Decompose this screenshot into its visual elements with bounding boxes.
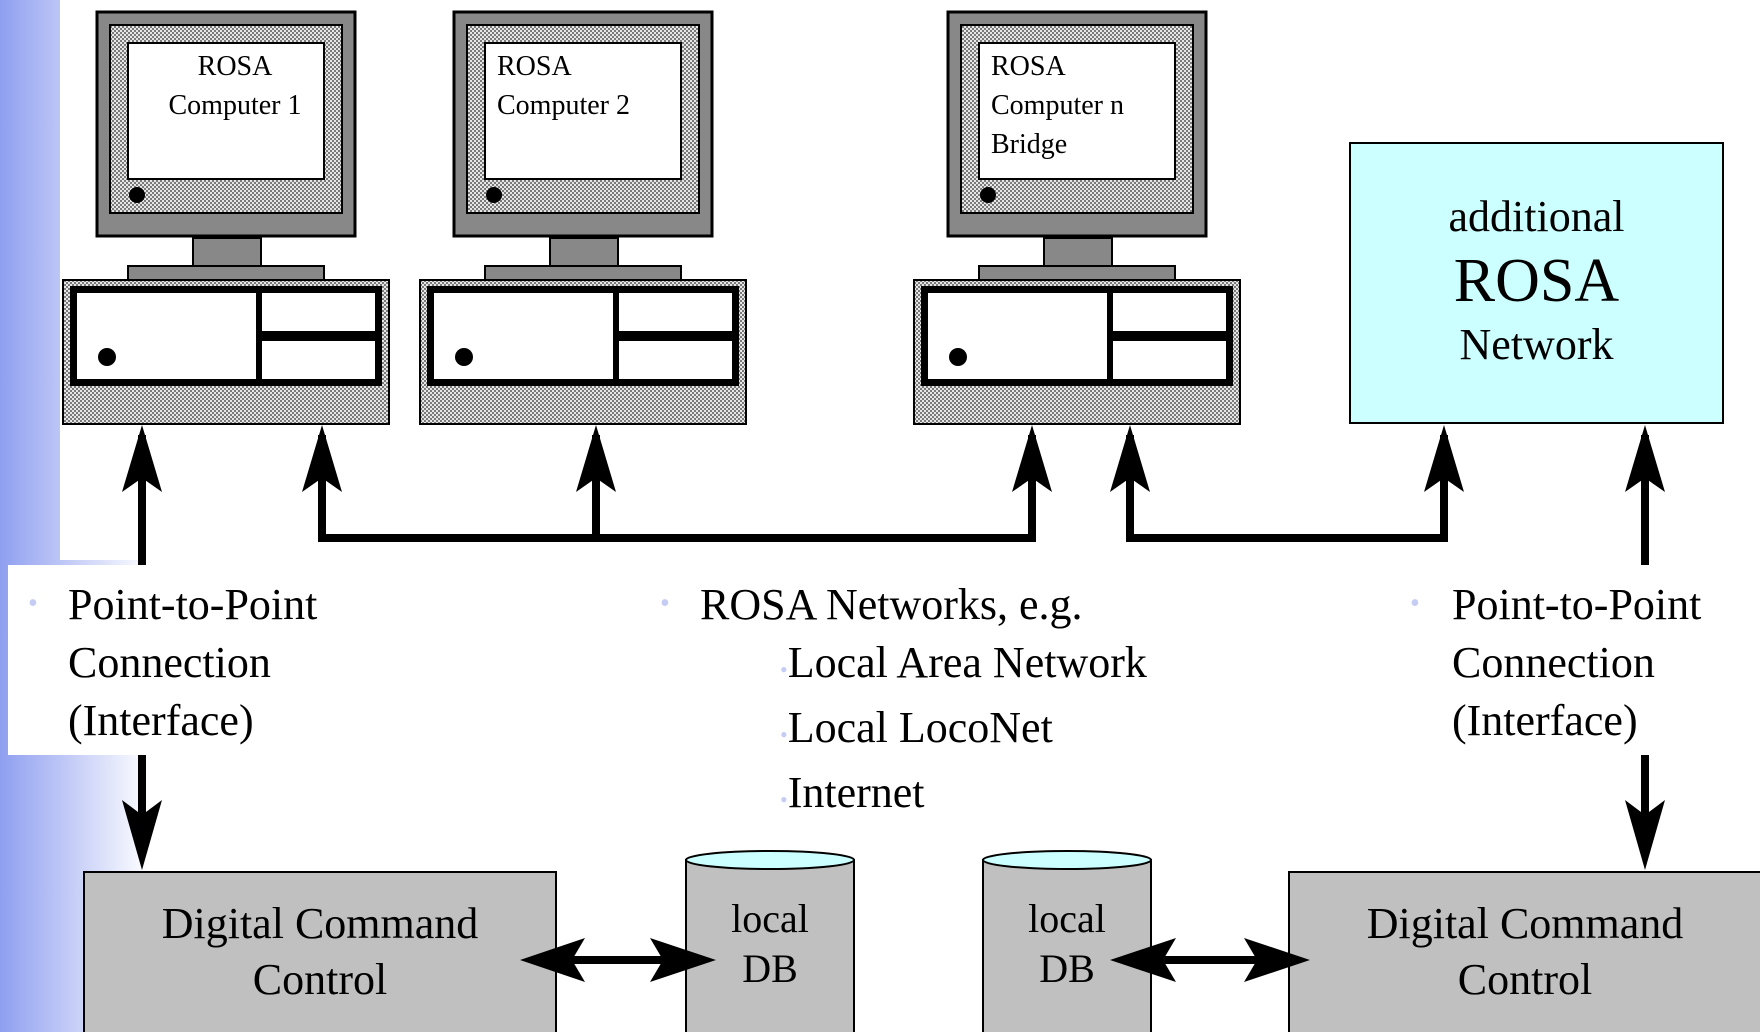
right-connection-line2: Connection bbox=[1452, 638, 1655, 687]
computer-n-icon bbox=[913, 10, 1241, 425]
dcc-left-line2: Control bbox=[252, 955, 388, 1004]
networks-bullet: • bbox=[660, 588, 670, 619]
networks-list: •Local Area Network •Local LocoNet •Inte… bbox=[780, 634, 1147, 829]
network-item-label: Internet bbox=[787, 768, 925, 817]
computer-2-label-line1: ROSA bbox=[497, 51, 572, 82]
dcc-right-line2: Control bbox=[1457, 955, 1593, 1004]
computer-1-label-line2: Computer 1 bbox=[168, 90, 302, 121]
right-connection-line3: (Interface) bbox=[1452, 696, 1638, 745]
computer-1-icon bbox=[62, 10, 390, 425]
computer-n-label-line2: Computer n bbox=[991, 90, 1124, 121]
right-connection-line1: Point-to-Point bbox=[1452, 580, 1702, 629]
network-item: •Local LocoNet bbox=[780, 699, 1147, 764]
db-left-label: local DB bbox=[686, 894, 854, 994]
left-connection-label: Point-to-Point Connection (Interface) bbox=[68, 576, 317, 750]
network-item-label: Local Area Network bbox=[787, 638, 1147, 687]
additional-network-line2: ROSA bbox=[1453, 247, 1620, 315]
computer-2-label-line2: Computer 2 bbox=[497, 90, 630, 121]
computer-1-label-line1: ROSA bbox=[197, 51, 273, 82]
db-left-line1: local bbox=[731, 896, 809, 941]
network-item-bullet: • bbox=[780, 787, 788, 812]
additional-network-box bbox=[1349, 142, 1724, 424]
left-connection-bullet: • bbox=[28, 588, 38, 619]
db-left-cylinder bbox=[685, 850, 855, 1032]
right-connection-label: Point-to-Point Connection (Interface) bbox=[1452, 576, 1701, 750]
dcc-right-line1: Digital Command bbox=[1366, 899, 1684, 948]
computer-2-label: ROSA Computer 2 bbox=[497, 47, 630, 125]
computer-n-label: ROSA Computer n Bridge bbox=[991, 47, 1124, 164]
computer-2-icon bbox=[419, 10, 747, 425]
dcc-left-line1: Digital Command bbox=[161, 899, 479, 948]
additional-network-label: additional ROSA Network bbox=[1350, 188, 1723, 374]
network-item: •Local Area Network bbox=[780, 634, 1147, 699]
additional-network-line3: Network bbox=[1459, 320, 1614, 369]
network-item-bullet: • bbox=[780, 657, 788, 682]
dcc-right-label: Digital Command Control bbox=[1289, 896, 1760, 1008]
dcc-left-label: Digital Command Control bbox=[84, 896, 556, 1008]
db-right-label: local DB bbox=[983, 894, 1151, 994]
left-connection-line3: (Interface) bbox=[68, 696, 254, 745]
computer-1-label: ROSA Computer 1 bbox=[140, 47, 330, 125]
additional-network-line1: additional bbox=[1448, 192, 1625, 241]
db-right-line2: DB bbox=[1039, 946, 1095, 991]
db-left-line2: DB bbox=[742, 946, 798, 991]
dcc-left-box bbox=[83, 871, 557, 1032]
right-connection-bullet: • bbox=[1410, 588, 1420, 619]
db-arrowheads bbox=[520, 938, 1310, 982]
db-right-cylinder bbox=[982, 850, 1152, 1032]
up-arrowheads bbox=[122, 425, 1665, 492]
networks-heading: ROSA Networks, e.g. bbox=[700, 580, 1083, 629]
left-connection-line1: Point-to-Point bbox=[68, 580, 318, 629]
network-item-label: Local LocoNet bbox=[787, 703, 1053, 752]
left-connection-line2: Connection bbox=[68, 638, 271, 687]
computer-n-label-line3: Bridge bbox=[991, 129, 1068, 160]
computer-n-label-line1: ROSA bbox=[991, 51, 1066, 82]
network-item-bullet: • bbox=[780, 722, 788, 747]
db-right-line1: local bbox=[1028, 896, 1106, 941]
left-label-background bbox=[8, 565, 308, 755]
down-arrowheads bbox=[122, 800, 1665, 870]
network-item: •Internet bbox=[780, 764, 1147, 829]
